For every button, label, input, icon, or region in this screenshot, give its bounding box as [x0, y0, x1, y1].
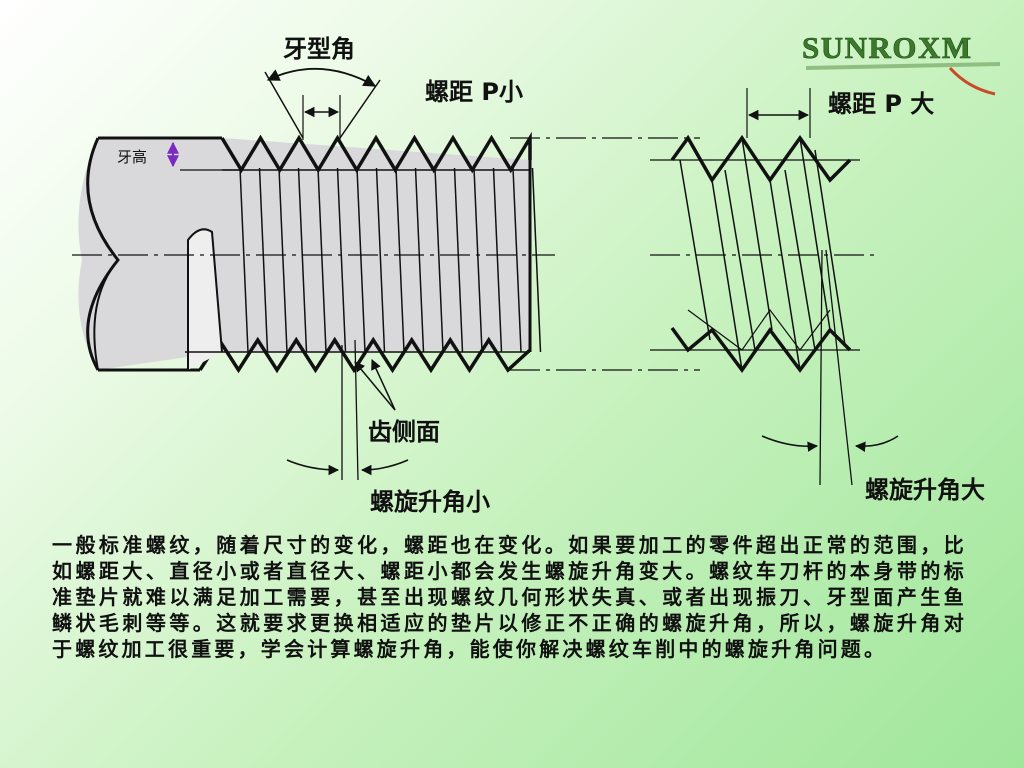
top-thread-profile — [220, 131, 532, 174]
helix-small-label: 螺旋升角小 — [370, 488, 490, 516]
brand-logo-text: SUNROXM — [802, 30, 973, 65]
helix-lines — [239, 167, 542, 353]
helix-line — [375, 167, 386, 353]
description-paragraph: 一般标准螺纹，随着尺寸的变化，螺距也在变化。如果要加工的零件超出正常的范围，比如… — [52, 533, 967, 661]
helix-line — [492, 167, 503, 353]
helix-line — [512, 167, 522, 353]
flank-label: 齿侧面 — [368, 418, 440, 446]
small-pitch-bolt — [72, 131, 700, 374]
helix-line — [356, 167, 366, 353]
flank-annotation — [286, 339, 409, 481]
helix-large-label: 螺旋升角大 — [865, 476, 985, 504]
helix-line — [317, 167, 327, 353]
helix-line — [473, 167, 483, 353]
helix-line — [258, 167, 269, 353]
brand-logo: SUNROXM — [802, 30, 1000, 96]
thread-height-label: 牙高 — [117, 148, 147, 166]
helix-line — [414, 167, 425, 353]
helix-line — [434, 167, 444, 353]
large-pitch-section — [650, 88, 899, 486]
helix-line — [297, 167, 308, 353]
pitch-small-label: 螺距 P小 — [425, 78, 523, 106]
thread-diagram: 牙高 牙型角 螺距 P小 齿侧面 螺旋升角小 — [72, 35, 985, 516]
helix-line — [336, 167, 347, 353]
helix-line — [395, 167, 405, 353]
helix-line — [453, 167, 464, 353]
bottom-thread-profile — [198, 336, 532, 374]
thread-angle-label: 牙型角 — [283, 35, 355, 63]
helix-line — [239, 167, 249, 353]
pitch-large-label: 螺距 P 大 — [828, 90, 934, 118]
thread-angle-annotation — [264, 67, 381, 140]
helix-line — [278, 167, 288, 353]
helix-line — [531, 167, 542, 353]
